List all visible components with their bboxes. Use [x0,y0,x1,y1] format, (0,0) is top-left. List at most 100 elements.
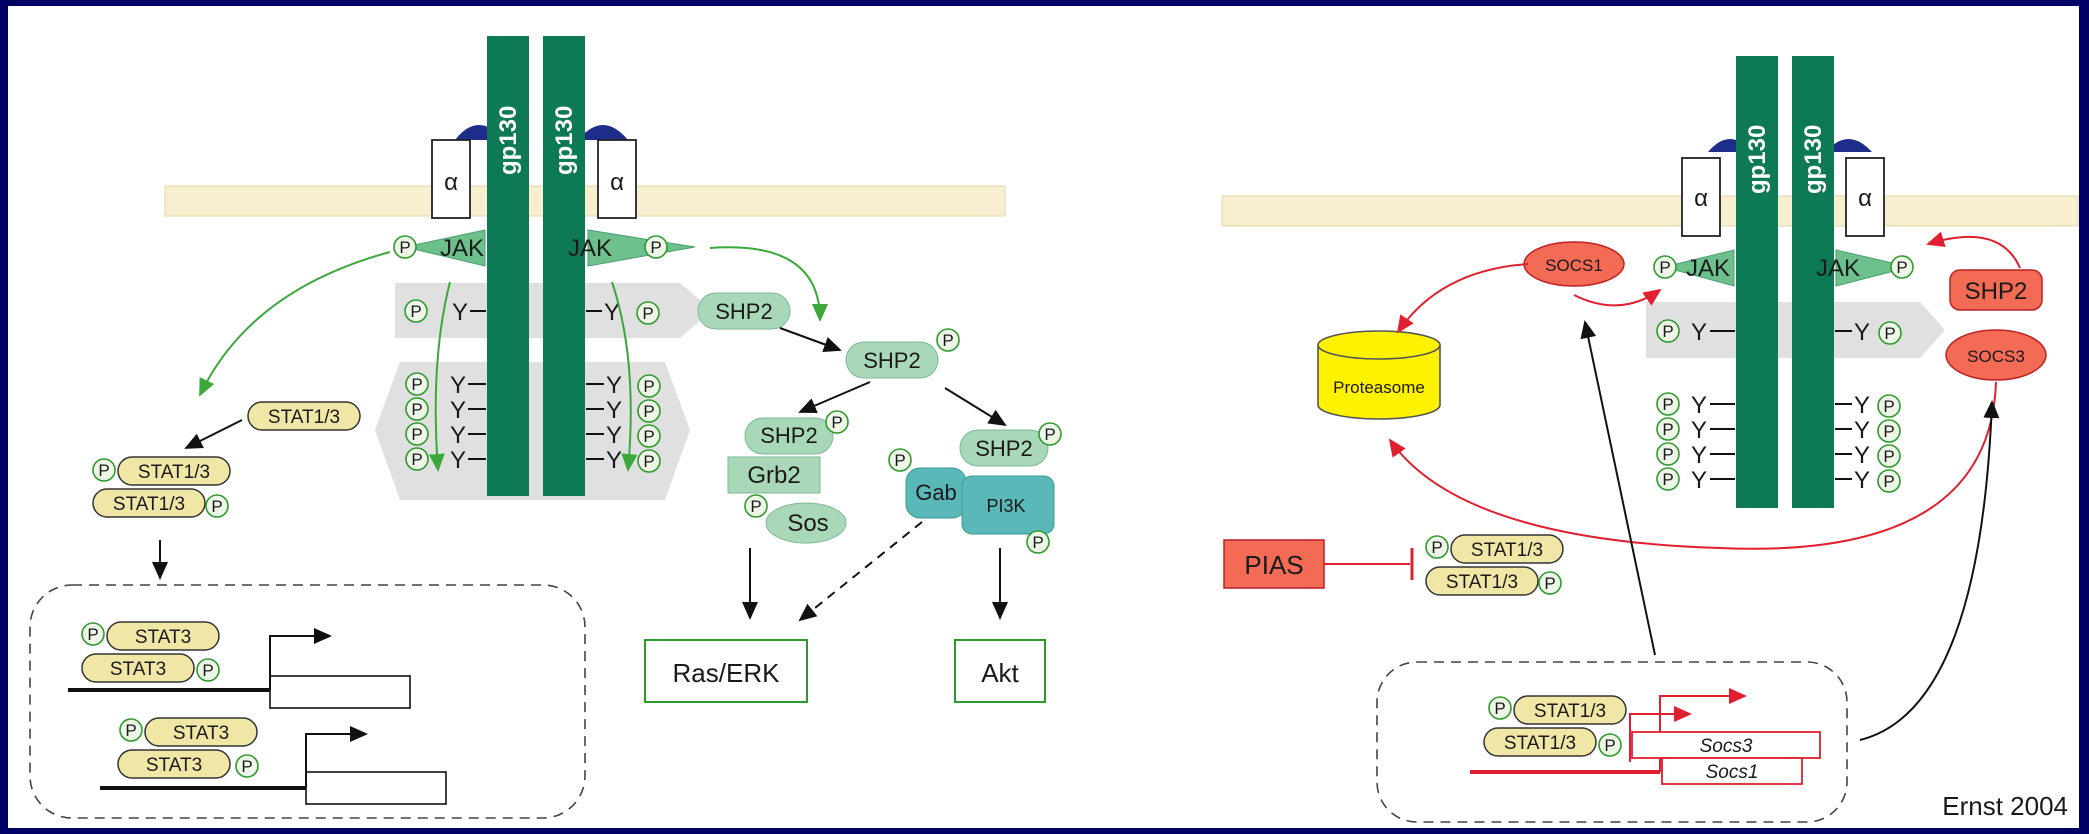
citation-label: Ernst 2004 [1942,791,2068,821]
stat3-dimer-on-dna: P STAT3 STAT3 P [100,717,447,805]
svg-text:Y: Y [1691,417,1707,444]
svg-text:Y: Y [1854,392,1870,419]
socs3-transcription-arrow [1629,706,1692,762]
arrow-shp2-to-gab [944,387,1007,427]
ras-erk-box: Ras/ERK [644,639,808,703]
svg-text:Socs1: Socs1 [1706,762,1759,783]
svg-text:Gab: Gab [915,480,957,505]
svg-text:P: P [125,721,136,740]
phospho-p-icon: P [393,235,417,259]
alpha-label: α [1694,185,1708,212]
svg-text:P: P [1662,322,1673,341]
phospho-p-icon: P [1656,319,1680,343]
svg-text:P: P [750,497,761,516]
svg-text:Y: Y [1691,467,1707,494]
svg-text:Y: Y [450,372,466,399]
svg-text:P: P [211,497,222,516]
gp130-label: gp130 [495,106,522,175]
svg-text:Y: Y [450,397,466,424]
svg-text:P: P [643,377,654,396]
svg-text:Proteasome: Proteasome [1333,378,1425,397]
svg-text:P: P [87,625,98,644]
alpha-label: α [610,169,624,196]
svg-text:P: P [942,331,953,350]
alpha-subunit [431,139,471,219]
socs3-gene: Socs3 [1631,731,1821,759]
dashed-arrow-gab-to-ras-erk [798,521,923,622]
phospho-p-icon: P [636,301,660,325]
alpha-subunit [1681,157,1721,237]
socs3-protein: SOCS3 [1945,329,2047,381]
svg-text:STAT3: STAT3 [146,755,202,776]
svg-text:STAT3: STAT3 [135,627,191,648]
svg-text:PIAS: PIAS [1244,550,1303,580]
jak-kinase [1835,249,1911,287]
svg-text:Akt: Akt [981,658,1019,688]
svg-text:P: P [1883,472,1894,491]
grb2-sos-complex: SHP2 P Grb2 Sos P [727,410,849,544]
phospho-p-icon: P [1890,255,1914,279]
svg-text:P: P [411,425,422,444]
svg-text:SOCS1: SOCS1 [1545,256,1603,275]
svg-text:Sos: Sos [787,510,828,537]
svg-text:Y: Y [450,422,466,449]
alpha-subunit [1845,157,1885,237]
svg-text:P: P [643,452,654,471]
svg-text:P: P [1662,395,1673,414]
arrow-jak-to-stat [199,251,391,397]
phospho-p-icon: P [1878,321,1902,345]
arrow-shp2-to-grb2 [798,381,871,414]
svg-text:P: P [1662,445,1673,464]
svg-text:STAT1/3: STAT1/3 [1446,572,1518,593]
svg-text:P: P [831,413,842,432]
svg-text:STAT1/3: STAT1/3 [1471,540,1543,561]
arrow-stat-dimerization [184,419,243,449]
arrow-socs3-induction [1859,400,2000,741]
phospho-p-icon: P [404,299,428,323]
shp2-protein-right: SHP2 [1949,269,2043,311]
arrow-socs1-induction [1580,320,1656,656]
svg-text:P: P [643,427,654,446]
svg-text:P: P [1044,425,1055,444]
svg-text:SHP2: SHP2 [863,348,920,373]
svg-text:Y: Y [1691,392,1707,419]
tyrosine-label: Y [1691,319,1707,346]
arrow-socs1-to-jak [1573,288,1662,307]
svg-text:Y: Y [450,447,466,474]
socs1-protein: SOCS1 [1523,241,1625,287]
svg-text:STAT1/3: STAT1/3 [1534,701,1606,722]
svg-text:P: P [241,757,252,776]
svg-text:Y: Y [1854,467,1870,494]
svg-text:P: P [1883,447,1894,466]
arrow-socs1-to-proteasome [1396,263,1529,334]
svg-text:P: P [1884,324,1895,343]
svg-text:Y: Y [606,397,622,424]
svg-text:SHP2: SHP2 [1965,278,2028,305]
svg-text:SHP2: SHP2 [715,299,772,324]
svg-text:SOCS3: SOCS3 [1967,347,2025,366]
svg-text:Socs3: Socs3 [1700,736,1753,757]
ptyr-band-lower-left [375,362,690,500]
tyrosine-label: Y [1854,319,1870,346]
alpha-label: α [1858,185,1872,212]
shp2-protein: SHP2 [697,292,791,330]
stat13-dimer-on-socs-genes: P STAT1/3 STAT1/3 P [1483,695,1627,757]
alpha-label: α [444,169,458,196]
svg-text:P: P [399,238,410,257]
arrow-shp2-to-jak [1926,231,2021,269]
svg-text:P: P [1659,258,1670,277]
arrow-jak-to-ptyr [611,281,638,472]
svg-text:P: P [1494,699,1505,718]
svg-text:P: P [642,304,653,323]
stat3-dimer-on-dna: P STAT3 STAT3 P [68,621,411,709]
phospho-p-icon: P [1653,255,1677,279]
svg-text:P: P [98,461,109,480]
svg-text:SHP2: SHP2 [760,423,817,448]
jak-label: JAK [440,235,484,262]
svg-text:Y: Y [1854,442,1870,469]
tyrosine-label: Y [452,299,468,326]
